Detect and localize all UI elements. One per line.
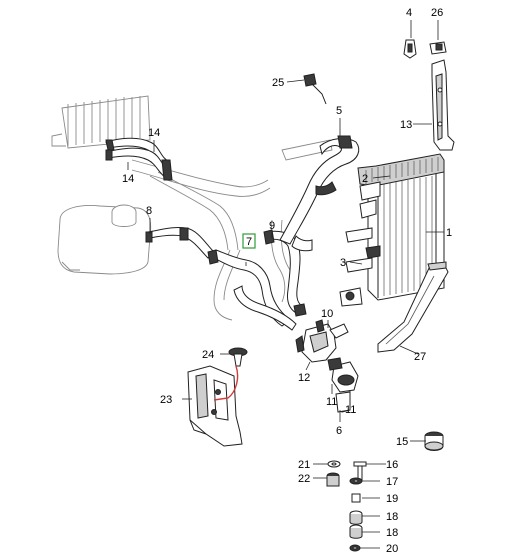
part-24-push-pin [228,347,248,367]
part-18-mount-a [349,510,363,525]
part-7-bypass-hose [207,249,297,331]
part-1-radiator [339,153,445,307]
callout-18-lower: 18 [386,527,398,539]
callout-23: 23 [160,394,172,406]
callout-3: 3 [340,257,346,269]
callout-2: 2 [362,173,368,185]
part-27-lower-deflector [377,261,449,353]
part-21-washer [327,460,341,468]
callout-4: 4 [406,7,412,19]
callout-11-left: 11 [326,396,337,408]
part-13-side-bracket [431,59,455,151]
part-19-spacer [351,493,361,503]
callout-21: 21 [298,459,310,471]
part-18-mount-b [349,524,363,539]
callout-19: 19 [386,493,398,505]
callout-5: 5 [336,105,342,117]
callout-7: 7 [246,236,252,248]
callout-labels: 4 26 25 13 14 14 5 2 8 9 7 1 3 10 24 27 … [122,7,452,555]
part-20-nut [349,544,361,552]
callout-22: 22 [298,473,310,485]
callout-12: 12 [298,372,310,384]
callout-14-lower: 14 [122,173,134,185]
callout-17: 17 [386,476,398,488]
part-8-expansion-hose [145,227,215,259]
ghost-heater-core [51,95,151,149]
callout-24: 24 [202,349,214,361]
callout-11-right: 11 [345,404,356,416]
callout-10: 10 [321,308,333,320]
callout-7-highlight [242,233,256,249]
callout-20: 20 [386,543,398,555]
part-15-mount-rubber [424,431,444,451]
part-26-clip [429,41,447,55]
ghost-expansion-tank [57,204,152,275]
callout-18-upper: 18 [386,511,398,523]
part-16-bolt [353,461,367,481]
callout-9: 9 [269,220,275,232]
tie-wire [213,365,239,401]
callout-1: 1 [446,227,452,239]
part-5-top-hose [279,135,360,252]
part-25-sensor [303,73,327,105]
callout-15: 15 [396,436,408,448]
callout-27: 27 [414,351,426,363]
callout-26: 26 [431,7,443,19]
callout-8: 8 [146,205,152,217]
callout-25: 25 [272,77,284,89]
part-22-bush [326,472,340,487]
callout-6: 6 [336,425,342,437]
part-4-clip [403,39,417,59]
callout-16: 16 [386,459,398,471]
callout-14-upper: 14 [148,127,160,139]
leader-lines [127,20,444,549]
part-6-outlet-hose-end [335,391,351,413]
part-10-thermostat-housing [295,319,349,363]
ghost-heater-pipes [131,159,271,321]
callout-13: 13 [400,119,412,131]
part-17-grommet [349,477,363,485]
part-14-heater-hose [105,137,173,181]
part-23-mount-bracket [187,365,243,447]
